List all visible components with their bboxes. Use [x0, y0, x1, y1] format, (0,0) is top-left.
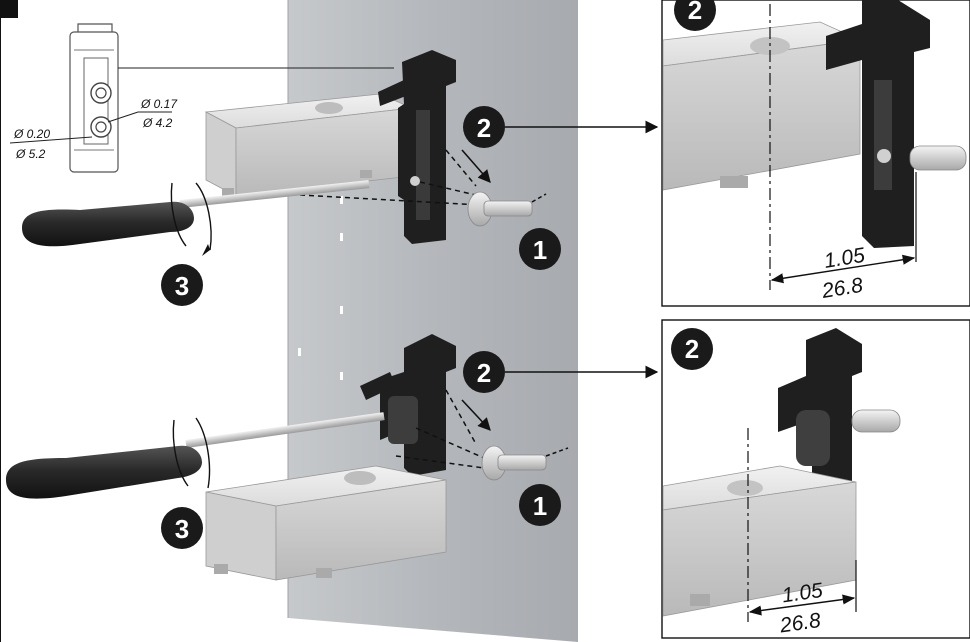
detail-box-top: 1.05 26.8 2	[661, 0, 970, 307]
svg-text:2: 2	[688, 0, 702, 25]
panel-slots	[298, 196, 343, 380]
svg-text:1: 1	[533, 235, 547, 265]
bottom-screw	[481, 445, 569, 481]
top-screw	[467, 191, 547, 227]
svg-text:2: 2	[477, 113, 491, 143]
step-1-bottom-badge: 1	[519, 484, 561, 526]
step-1-top-badge: 1	[519, 228, 561, 270]
bottom-bracket	[360, 334, 456, 476]
step-2-bottom-badge: 2	[463, 351, 505, 393]
top-assembly	[22, 50, 547, 256]
inner-dia-in: Ø 0.17	[140, 97, 178, 111]
svg-text:2: 2	[685, 334, 699, 364]
svg-text:2: 2	[477, 358, 491, 388]
step-3-top-badge: 3	[161, 264, 203, 306]
hole-detail-bracket	[69, 31, 119, 173]
svg-text:3: 3	[175, 514, 189, 544]
bottom-module	[205, 465, 447, 581]
top-bracket	[378, 50, 456, 244]
hole-detail: Ø 0.20 Ø 5.2 Ø 0.17 Ø 4.2	[9, 23, 394, 173]
detail-box-bottom: 1.05 26.8 2	[661, 319, 970, 639]
top-module	[204, 93, 414, 197]
detail-bottom-step-badge: 2	[671, 328, 713, 370]
inner-dia-mm: Ø 4.2	[142, 116, 173, 130]
detail-top-step-badge: 2	[674, 0, 716, 31]
outer-dia-in: Ø 0.20	[13, 127, 50, 141]
corner-tab	[0, 0, 18, 18]
step-2-top-badge: 2	[463, 106, 505, 148]
step-3-bottom-badge: 3	[161, 507, 203, 549]
svg-text:1: 1	[533, 491, 547, 521]
top-screwdriver	[22, 180, 370, 256]
dimension-arrow-top	[770, 254, 916, 284]
dimension-arrow-bottom	[748, 594, 856, 616]
outer-dia-mm: Ø 5.2	[15, 147, 46, 161]
dim-bottom-in: 1.05	[781, 579, 825, 608]
bottom-screwdriver	[6, 412, 385, 499]
svg-text:3: 3	[175, 271, 189, 301]
bottom-assembly	[6, 334, 569, 581]
